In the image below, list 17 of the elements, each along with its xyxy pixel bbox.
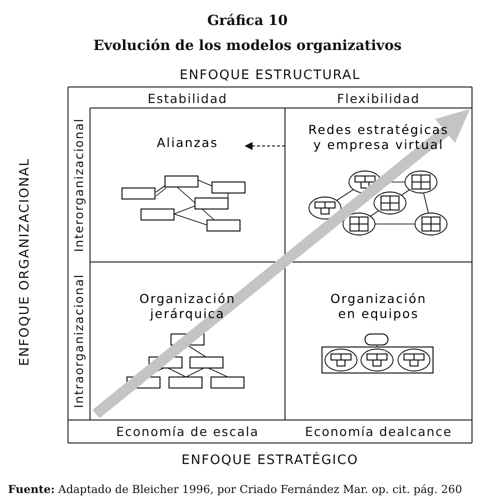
quadrant-title: Alianzas (156, 135, 220, 150)
quadrant-title: Redes estratégicas y empresa virtual (307, 122, 450, 152)
column-footer: Economía dealcance (285, 424, 472, 439)
row-header: Intraorganizacional (72, 274, 86, 408)
column-header: Estabilidad (146, 91, 228, 106)
quadrant-title: Organización jerárquica (138, 291, 237, 321)
chart-title: Gráfica 10 (206, 13, 289, 29)
axis-title: ENFOQUE ESTRUCTURAL (178, 68, 362, 83)
chart-subtitle: Evolución de los modelos organizativos (92, 38, 403, 54)
axis-title: ENFOQUE ORGANIZACIONAL (18, 158, 32, 366)
quadrant-title: Organización en equipos (329, 291, 428, 321)
axis-title: ENFOQUE ESTRATÉGICO (180, 453, 360, 468)
dashed-arrow (244, 142, 286, 150)
column-footer: Economía de escala (90, 424, 285, 439)
row-header: Interorganizacional (72, 118, 86, 252)
column-header: Flexibilidad (336, 91, 421, 106)
source-note: Fuente: Adaptado de Bleicher 1996, por Criado Fernández Mar. op. cit. pág. 260 (8, 483, 462, 496)
